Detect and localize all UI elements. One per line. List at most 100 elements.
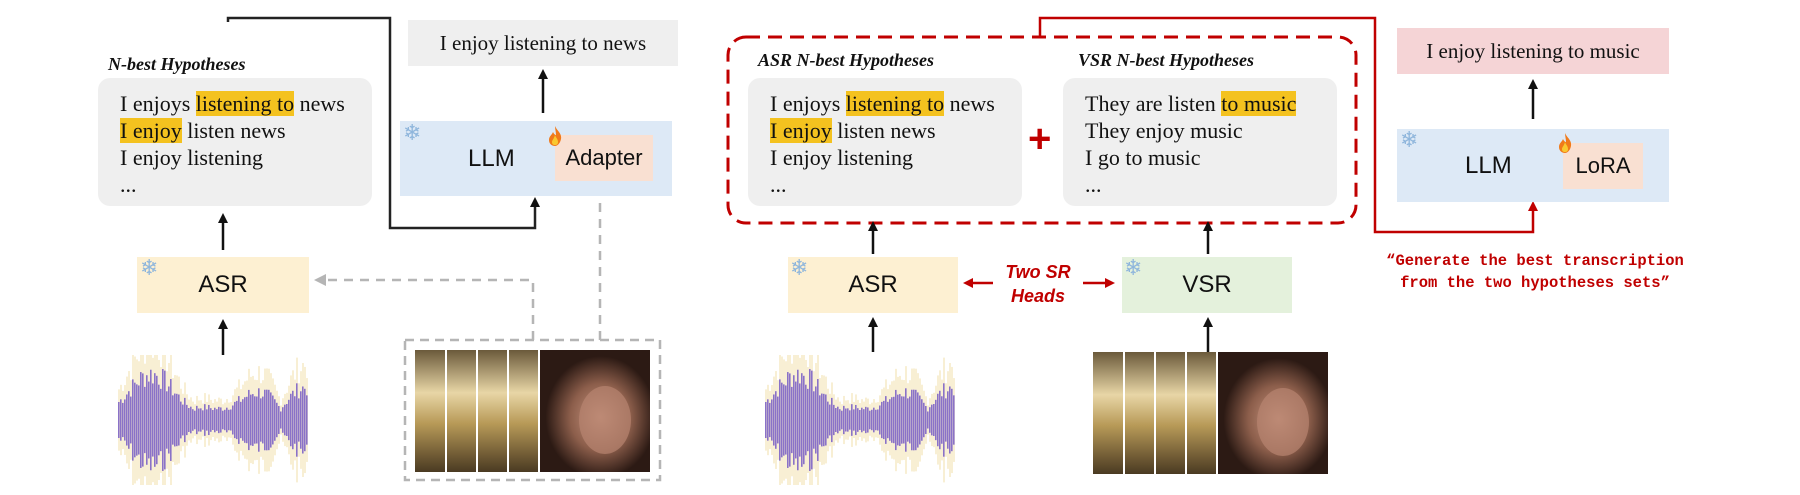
right-asr-module: ASR	[788, 257, 958, 313]
waveform-bar	[188, 408, 190, 432]
lora-module: LoRA	[1563, 143, 1643, 189]
waveform-bar	[929, 407, 931, 433]
waveform-bar	[242, 399, 244, 441]
waveform-bar	[200, 408, 202, 432]
left-output-box: I enjoy listening to news	[408, 20, 678, 66]
waveform-bar	[903, 396, 905, 444]
waveform-bar	[258, 388, 260, 452]
waveform-bar	[829, 404, 831, 436]
waveform-bar	[238, 396, 240, 444]
waveform-bar	[885, 396, 887, 444]
waveform-bar	[278, 406, 280, 434]
waveform-bar	[873, 407, 875, 433]
connector-hyp-to-llm	[226, 16, 540, 230]
dashed-frames-to-asr	[314, 274, 535, 340]
waveform-bar	[156, 375, 158, 465]
waveform-bar	[849, 410, 851, 430]
waveform-bar	[847, 408, 849, 432]
waveform-bar	[795, 381, 797, 459]
waveform-bar	[224, 409, 226, 431]
waveform-bar	[132, 379, 134, 461]
trainable-fire-icon	[1559, 133, 1572, 153]
waveform-bar	[142, 373, 144, 467]
waveform-bar	[176, 393, 178, 447]
hypotheses-red-dashed-group	[726, 35, 1358, 225]
waveform-bar	[166, 391, 168, 449]
waveform-bar	[841, 410, 843, 430]
waveform-bar	[909, 396, 911, 444]
waveform-bar	[769, 402, 771, 438]
waveform-bar	[787, 372, 789, 468]
waveform-bar	[190, 406, 192, 434]
frozen-snowflake-icon: ❄	[403, 121, 422, 146]
waveform-bar	[210, 408, 212, 432]
waveform-bar	[170, 379, 172, 461]
waveform-bar	[931, 404, 933, 436]
waveform-bar	[895, 389, 897, 451]
waveform-bar	[837, 406, 839, 434]
waveform-bar	[781, 382, 783, 458]
waveform-bar	[164, 370, 166, 470]
waveform-bar	[192, 409, 194, 431]
waveform-bar	[901, 396, 903, 444]
waveform-bar	[813, 391, 815, 449]
left-asr-module: ASR	[137, 257, 309, 313]
waveform-bar	[266, 389, 268, 451]
waveform-bar	[861, 407, 863, 433]
waveform-bar	[907, 398, 909, 442]
frozen-snowflake-icon: ❄	[1124, 256, 1143, 281]
waveform-bar	[913, 389, 915, 451]
waveform-bar	[228, 409, 230, 431]
waveform-bar	[767, 399, 769, 441]
audio-waveform-left	[118, 355, 308, 485]
waveform-bar	[272, 395, 274, 445]
waveform-bar	[919, 395, 921, 445]
waveform-bar	[801, 373, 803, 467]
vsr-hypotheses-box: They are listen to music They enjoy musi…	[1063, 78, 1337, 206]
waveform-bar	[300, 391, 302, 449]
waveform-bar	[827, 401, 829, 439]
waveform-bar	[286, 404, 288, 436]
waveform-bar	[949, 386, 951, 454]
waveform-bar	[198, 408, 200, 432]
waveform-bar	[254, 396, 256, 444]
waveform-bar	[284, 404, 286, 436]
waveform-bar	[939, 390, 941, 450]
waveform-bar	[937, 393, 939, 447]
waveform-bar	[793, 375, 795, 465]
waveform-bar	[248, 389, 250, 451]
hyp-line: They are listen to music	[1085, 91, 1297, 116]
waveform-bar	[765, 401, 767, 439]
waveform-bar	[791, 386, 793, 454]
waveform-bar	[196, 405, 198, 435]
waveform-bar	[144, 386, 146, 454]
waveform-bar	[126, 394, 128, 446]
asr-hyp-title: ASR N-best Hypotheses	[758, 50, 935, 70]
waveform-bar	[130, 396, 132, 444]
waveform-bar	[276, 402, 278, 438]
frozen-snowflake-icon: ❄	[790, 256, 809, 281]
waveform-bar	[136, 384, 138, 456]
waveform-bar	[222, 410, 224, 430]
waveform-bar	[867, 407, 869, 433]
waveform-bar	[815, 386, 817, 454]
waveform-bar	[865, 406, 867, 434]
waveform-bar	[863, 409, 865, 431]
waveform-bar	[945, 398, 947, 442]
waveform-bar	[168, 386, 170, 454]
left-hyp-title: N-best Hypotheses	[108, 54, 246, 74]
waveform-bar	[304, 388, 306, 452]
waveform-bar	[178, 394, 180, 446]
plus-sign: +	[1028, 117, 1052, 161]
trainable-fire-icon	[549, 126, 562, 146]
waveform-bar	[853, 409, 855, 431]
waveform-bar	[777, 396, 779, 444]
waveform-bar	[206, 409, 208, 431]
hyp-line: I enjoy listening	[770, 145, 913, 170]
waveform-bar	[280, 411, 282, 429]
waveform-bar	[783, 384, 785, 456]
right-output-box: I enjoy listening to music	[1397, 28, 1669, 74]
hyp-line: I go to music	[1085, 145, 1201, 170]
waveform-bar	[833, 404, 835, 436]
waveform-bar	[785, 385, 787, 455]
